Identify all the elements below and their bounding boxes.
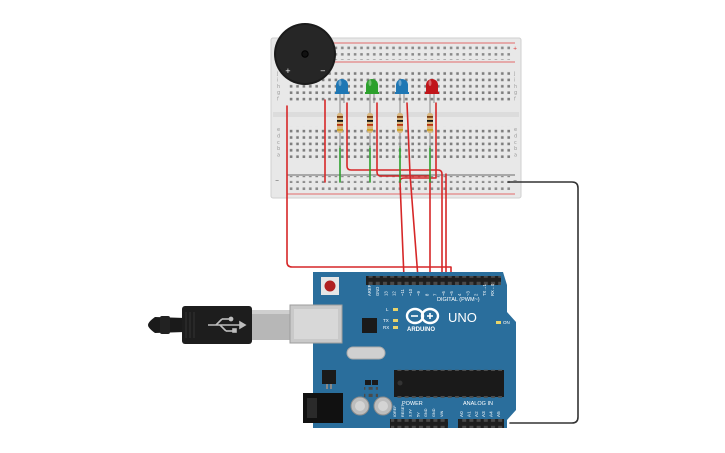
- digital-pin-label: ~6: [441, 291, 446, 296]
- wire-ground[interactable]: [507, 181, 579, 424]
- digital-pin-label: 13: [383, 291, 388, 296]
- power-pin-label: GND: [424, 408, 428, 417]
- arduino-brand: ARDUINO: [407, 327, 435, 333]
- leds: [335, 79, 439, 103]
- reset-button[interactable]: [321, 277, 339, 295]
- buzzer-plus-label: +: [285, 67, 291, 75]
- board-model: UNO: [448, 310, 477, 325]
- digital-pin-label: 2: [474, 293, 479, 296]
- row-letter: j: [276, 71, 278, 77]
- on-led-label: ON: [503, 320, 510, 325]
- row-letter: c: [514, 140, 517, 146]
- power-pin-label: 3.3V: [409, 409, 413, 417]
- row-letter: i: [514, 77, 515, 83]
- atmega-chip: [394, 367, 504, 400]
- buzzer-minus-label: −: [320, 67, 326, 75]
- digital-pin-label: 12: [392, 291, 397, 296]
- analog-pin-label: A0: [459, 411, 464, 417]
- row-letter: b: [514, 146, 517, 152]
- digital-pin-label: RX←0: [490, 283, 495, 296]
- digital-pin-label: ~3: [465, 291, 470, 296]
- resistor[interactable]: [397, 103, 403, 148]
- digital-pin-label: ~11: [400, 289, 405, 296]
- power-label: POWER: [402, 401, 423, 407]
- digital-pin-label: TX→1: [482, 283, 487, 296]
- arduino-logo-icon: [405, 307, 440, 325]
- row-letter: a: [514, 153, 517, 159]
- rx-label: RX: [383, 325, 389, 330]
- analog-pin-label: A5: [496, 411, 501, 417]
- resistor[interactable]: [337, 103, 343, 148]
- usb-icon: [208, 316, 247, 333]
- wire-led-3[interactable]: [406, 102, 419, 279]
- piezo-buzzer[interactable]: + −: [274, 23, 336, 85]
- led-red[interactable]: [425, 79, 439, 103]
- row-letter: b: [277, 146, 280, 152]
- analog-pin-label: A2: [474, 411, 479, 417]
- rail-minus-label: −: [275, 178, 279, 184]
- tx-label: TX: [383, 318, 389, 323]
- row-letter: c: [277, 140, 280, 146]
- power-pin-label: IOREF: [393, 405, 397, 417]
- led-blue-1[interactable]: [335, 79, 349, 103]
- power-pin-label: 5V: [416, 412, 420, 417]
- power-pin-label: RESET: [401, 404, 405, 417]
- digital-label: DIGITAL (PWM~): [437, 297, 480, 303]
- capacitors: [350, 396, 393, 416]
- l-led-label: L: [386, 307, 389, 312]
- row-letter: h: [277, 84, 280, 90]
- row-letter: i: [277, 77, 278, 83]
- usb-chip: [362, 318, 377, 333]
- resistor[interactable]: [367, 103, 373, 148]
- row-letter: f: [277, 97, 279, 103]
- rail-plus-label-right: +: [513, 46, 517, 52]
- led-green[interactable]: [365, 79, 379, 103]
- row-letter: g: [277, 90, 280, 96]
- digital-pin-label: 8: [424, 293, 429, 296]
- digital-pin-label: ~9: [416, 291, 421, 296]
- rail-minus-label-right: −: [513, 178, 517, 184]
- resistor[interactable]: [427, 103, 433, 148]
- analog-pin-label: A1: [466, 411, 471, 417]
- led-blue-2[interactable]: [395, 79, 409, 103]
- wire-led-2[interactable]: [376, 102, 431, 279]
- row-letter: a: [277, 153, 280, 159]
- usb-cable[interactable]: [148, 306, 292, 344]
- analog-pin-label: A3: [481, 411, 486, 417]
- wire-buzzer[interactable]: [286, 105, 452, 279]
- icsp-header: [364, 387, 378, 397]
- onboard-leds: L TX RX ON: [383, 307, 510, 330]
- digital-pin-label: 7: [433, 293, 438, 296]
- digital-pin-label: ~5: [449, 291, 454, 296]
- power-pin-label: GND: [432, 408, 436, 417]
- row-letter: d: [514, 133, 517, 139]
- digital-pin-label: 4: [457, 293, 462, 296]
- wire-led-1[interactable]: [346, 102, 443, 279]
- row-letter: g: [514, 90, 517, 96]
- analog-label: ANALOG IN: [463, 401, 493, 407]
- row-letter: j: [513, 71, 515, 77]
- digital-pin-label: GND: [375, 287, 380, 296]
- row-letter: e: [277, 127, 280, 133]
- analog-pin-label: A4: [489, 411, 494, 417]
- crystal-oscillator: [346, 346, 386, 360]
- row-letter: f: [514, 97, 516, 103]
- voltage-regulator: [322, 370, 336, 384]
- power-pin-label: VIN: [440, 410, 444, 417]
- row-letter: h: [514, 84, 517, 90]
- wires: [286, 99, 579, 424]
- row-letter: d: [277, 133, 280, 139]
- row-letter: e: [514, 127, 517, 133]
- digital-pin-label: ~10: [408, 288, 413, 296]
- digital-pin-label: AREF: [367, 284, 372, 296]
- resistors: [337, 103, 433, 148]
